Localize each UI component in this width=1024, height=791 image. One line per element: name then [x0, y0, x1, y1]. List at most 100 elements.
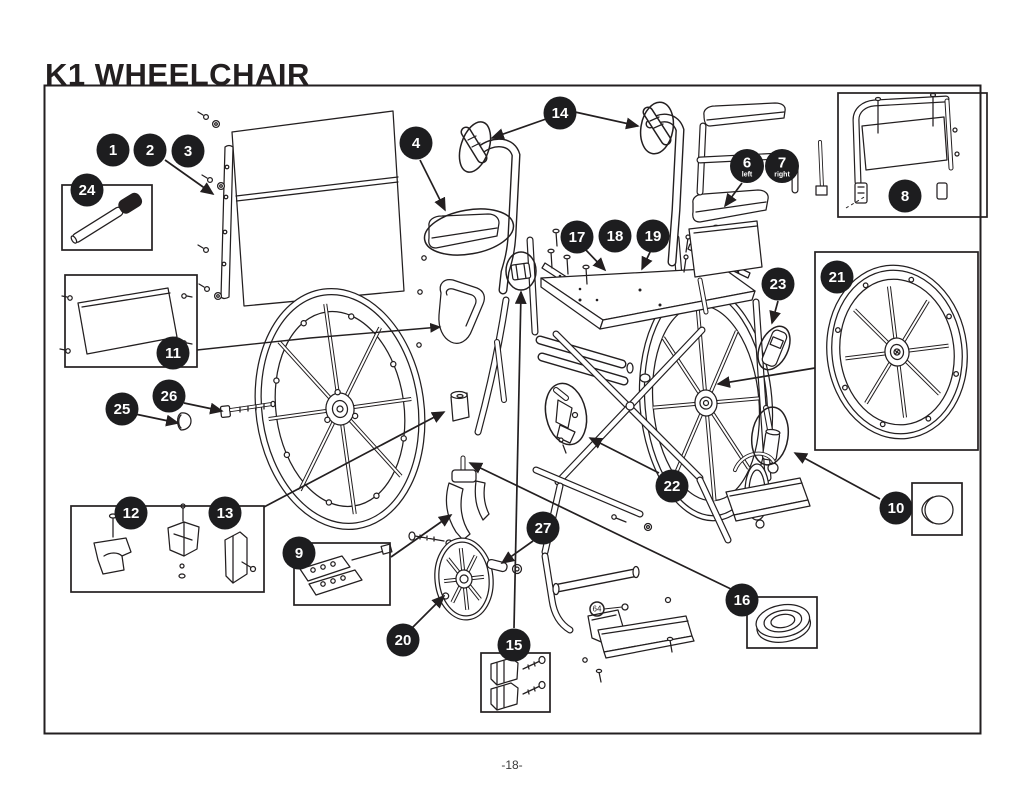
cane-part: [70, 192, 143, 244]
highlight-grip-right-14: [639, 101, 675, 155]
callout-22: 22: [655, 469, 689, 503]
svg-text:18: 18: [607, 228, 624, 245]
svg-text:left: left: [742, 172, 753, 179]
callout-11: 11: [156, 336, 190, 370]
callout-15: 15: [497, 628, 531, 662]
part-box-back-frame-8: [837, 92, 988, 218]
callout-2: 2: [133, 133, 167, 167]
leader-from-17: [583, 247, 607, 272]
callout-14: 14: [543, 96, 577, 130]
svg-text:9: 9: [295, 545, 303, 562]
leader-from-16: [468, 462, 734, 591]
diagram-border: [43, 84, 982, 735]
highlight-backpost-clamp-23: [757, 325, 791, 371]
svg-text:right: right: [774, 172, 790, 179]
leader-from-20: [410, 594, 446, 630]
svg-text:7: 7: [778, 155, 786, 172]
leader-from-12-13: [263, 411, 446, 508]
part-box-brackets-12-13: [70, 505, 265, 593]
bearing-part: [755, 603, 812, 644]
svg-text:6: 6: [743, 155, 751, 172]
svg-text:22: 22: [664, 478, 681, 495]
footrest-left-assembly: [541, 514, 695, 683]
part-box-wheel-21: [814, 251, 979, 451]
bracket-kit-12-13: [93, 503, 257, 584]
svg-text:24: 24: [79, 182, 96, 199]
leader-from-9: [390, 514, 453, 558]
leader-from-27: [500, 540, 534, 564]
svg-text:21: 21: [829, 269, 846, 286]
svg-text:23: 23: [770, 276, 787, 293]
callout-8: 8: [888, 179, 922, 213]
caster-fork: [408, 455, 490, 547]
svg-text:27: 27: [535, 520, 552, 537]
callout-18: 18: [598, 219, 632, 253]
svg-text:10: 10: [888, 500, 905, 517]
part-box-cane-24: [61, 184, 153, 251]
antitip-fork-tube: [761, 405, 781, 474]
leader-from-21: [716, 367, 816, 388]
callout-25: 25: [105, 392, 139, 426]
right-armrest-assembly: [683, 189, 769, 315]
highlight-seat-clamp-15: [505, 251, 537, 291]
leader-from-6: [723, 182, 743, 208]
svg-text:15: 15: [506, 637, 523, 654]
handgrip-left: [460, 126, 488, 164]
leader-from-2-3: [164, 159, 215, 195]
callout-23: 23: [761, 267, 795, 301]
seat-post-clamp: [510, 262, 532, 281]
svg-text:19: 19: [645, 228, 662, 245]
left-armrest-assembly: [416, 213, 507, 403]
callout-4: 4: [399, 126, 433, 160]
leader-from-14-left: [490, 118, 547, 140]
callout-17: 17: [560, 220, 594, 254]
handgrip-right: [642, 106, 672, 146]
callout-27: 27: [526, 511, 560, 545]
callout-24: 24: [70, 173, 104, 207]
back-panel-screws: [197, 111, 226, 301]
svg-text:17: 17: [569, 229, 586, 246]
backpost-clamp: [761, 329, 788, 367]
svg-text:2: 2: [146, 142, 154, 159]
callout-20: 20: [386, 623, 420, 657]
leader-from-22: [588, 437, 660, 474]
svg-text:3: 3: [184, 143, 192, 160]
left-rear-wheel: [254, 287, 426, 531]
highlight-antitip-10: [750, 406, 790, 466]
svg-text:4: 4: [412, 135, 421, 152]
caster-wheel: [434, 537, 494, 621]
callout-12: 12: [114, 496, 148, 530]
leader-from-15: [513, 290, 527, 629]
leader-from-14-right: [574, 111, 640, 130]
svg-text:26: 26: [161, 388, 178, 405]
callout-1: 1: [96, 133, 130, 167]
highlight-armrest-4: [423, 208, 515, 256]
svg-text:16: 16: [734, 592, 751, 609]
skirt-guard-panel: [59, 287, 193, 355]
svg-text:13: 13: [217, 505, 234, 522]
callout-26: 26: [152, 379, 186, 413]
leader-from-4: [419, 159, 446, 212]
callout-19: 19: [636, 219, 670, 253]
leader-from-25: [134, 413, 180, 427]
svg-text:8: 8: [901, 188, 909, 205]
armrest-frame-top-right: [696, 102, 828, 196]
stem-receiver-cylinder: [450, 390, 470, 422]
callout-16: 16: [725, 583, 759, 617]
back-upholstery-panel: [197, 110, 405, 307]
leader-from-11: [196, 322, 442, 351]
wheel-lock-mechanism: [553, 387, 579, 454]
leader-from-26: [183, 402, 224, 415]
svg-text:20: 20: [395, 632, 412, 649]
wheelchair-line-art: [59, 92, 968, 711]
svg-text:14: 14: [552, 105, 569, 122]
svg-text:12: 12: [123, 505, 140, 522]
callout-10: 10: [879, 491, 913, 525]
callout-3: 3: [171, 134, 205, 168]
callout-9: 9: [282, 536, 316, 570]
svg-text:25: 25: [114, 401, 131, 418]
